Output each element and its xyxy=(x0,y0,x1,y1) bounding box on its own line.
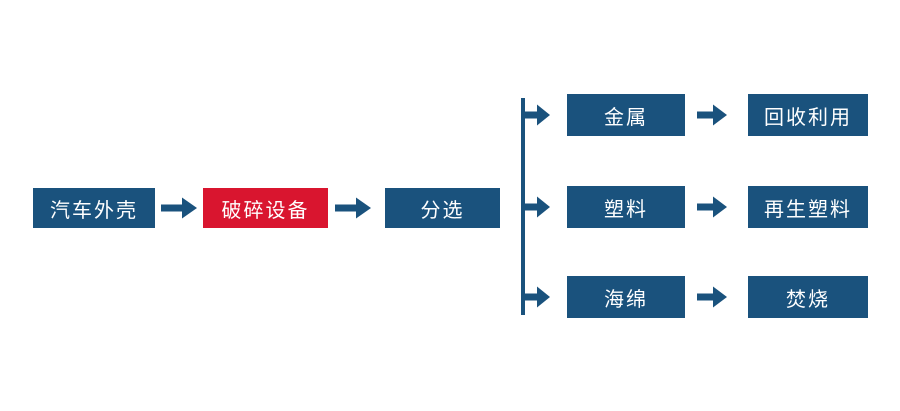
flow-node-label: 破碎设备 xyxy=(221,199,310,222)
branch-node-label: 金属 xyxy=(604,106,648,129)
branch-node-label: 塑料 xyxy=(604,198,648,221)
flow-node-sorting: 分选 xyxy=(385,188,500,228)
branch-node-label: 回收利用 xyxy=(764,106,852,129)
branch-arrow-right-icon xyxy=(524,286,550,308)
branch-node-sponge: 海绵 xyxy=(567,276,685,318)
arrow-right-icon xyxy=(335,197,371,219)
flow-node-label: 汽车外壳 xyxy=(50,199,138,222)
branch-node-recycling: 回收利用 xyxy=(748,94,868,136)
arrow-right-icon xyxy=(161,197,197,219)
branch-node-plastic: 塑料 xyxy=(567,186,685,228)
branch-node-incineration: 焚烧 xyxy=(748,276,868,318)
flow-node-label: 分选 xyxy=(420,199,465,222)
branch-node-label: 焚烧 xyxy=(786,288,830,311)
arrow-right-icon xyxy=(697,286,727,308)
branch-arrow-right-icon xyxy=(524,196,550,218)
flow-node-car-shell: 汽车外壳 xyxy=(33,188,155,228)
arrow-right-icon xyxy=(697,104,727,126)
arrow-right-icon xyxy=(697,196,727,218)
branch-node-label: 海绵 xyxy=(604,288,648,311)
branch-node-recycled-plastic: 再生塑料 xyxy=(748,186,868,228)
flow-node-crushing-equipment: 破碎设备 xyxy=(203,188,328,228)
branch-connector-line xyxy=(521,98,525,315)
branch-node-metal: 金属 xyxy=(567,94,685,136)
branch-node-label: 再生塑料 xyxy=(764,198,852,221)
branch-arrow-right-icon xyxy=(524,104,550,126)
